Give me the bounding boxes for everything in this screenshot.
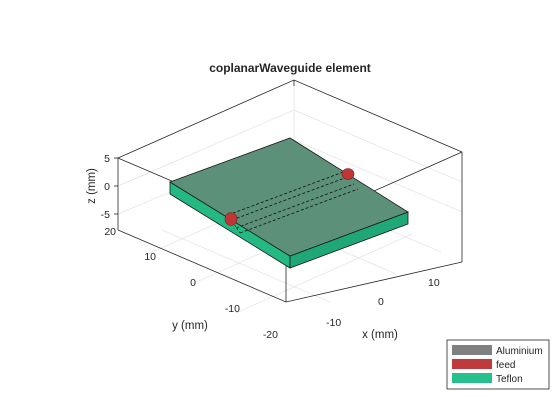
y-tick-label: 20 [104, 226, 116, 238]
legend: Aluminium feed Teflon [446, 339, 550, 390]
z-tick-label: -5 [101, 209, 110, 221]
y-axis: 20 10 0 -10 -20 y (mm) [104, 226, 278, 341]
y-tick-label: 0 [190, 277, 196, 289]
slot-line [231, 175, 351, 221]
substrate-top-face [169, 137, 409, 257]
z-tick-label: 0 [104, 181, 110, 193]
grid-line [293, 109, 463, 183]
z-axis-label: z (mm) [86, 168, 98, 204]
x-axis: -10 0 10 x (mm) [326, 277, 440, 341]
conductor-slots [227, 170, 359, 234]
grid-line [235, 233, 413, 314]
grid-line [117, 109, 295, 187]
z-tick-label: 5 [104, 153, 110, 165]
feed-port-back [341, 168, 355, 180]
legend-swatch-aluminium [452, 345, 492, 355]
grid-line [293, 139, 463, 213]
slot-line [239, 188, 359, 234]
x-tick-label: 10 [428, 277, 440, 289]
legend-swatch-teflon [452, 373, 492, 383]
y-tick-label: 10 [144, 251, 156, 263]
feeds [224, 168, 355, 226]
y-tick-label: -10 [225, 303, 240, 315]
x-tick-label: -10 [326, 317, 341, 329]
legend-label: Aluminium [496, 346, 543, 357]
grid-line [161, 229, 331, 303]
z-axis: 5 0 -5 z (mm) [86, 153, 118, 221]
x-tick-label: 0 [378, 296, 384, 308]
substrate [169, 137, 409, 269]
legend-label: Teflon [496, 374, 523, 385]
x-axis-label: x (mm) [362, 329, 398, 341]
y-tick-label: -20 [263, 329, 278, 341]
y-axis-label: y (mm) [172, 320, 208, 332]
slot-line [227, 170, 347, 216]
feed-port-front [224, 212, 238, 226]
legend-label: feed [496, 360, 515, 371]
legend-swatch-feed [452, 359, 492, 369]
plot-title: coplanarWaveguide element [209, 61, 371, 75]
slot-line [235, 183, 355, 229]
